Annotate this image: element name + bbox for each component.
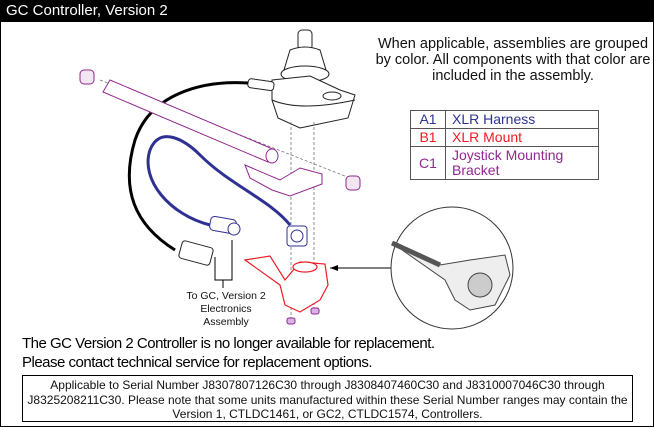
page-title: GC Controller, Version 2 (0, 0, 654, 22)
arrowhead-icon (330, 265, 338, 271)
legend-description: Joystick Mounting Bracket (445, 146, 599, 180)
detail-view-circle-icon (390, 206, 514, 330)
joystick-controller-icon (247, 29, 356, 129)
end-cap-icon (79, 69, 361, 191)
legend-code: C1 (410, 146, 446, 180)
assembly-color-note: When applicable, assemblies are grouped … (375, 36, 651, 84)
electronics-assembly-callout: To GC, Version 2 Electronics Assembly (186, 290, 266, 328)
parts-legend-table: A1 XLR Harness B1 XLR Mount C1 Joystick … (410, 110, 599, 180)
mounting-tube-icon (102, 79, 279, 164)
controller-cable-icon (127, 81, 249, 252)
bracket-icon (244, 164, 323, 197)
xlr-plug-icon (209, 215, 241, 236)
callout-leader-lines (214, 240, 233, 288)
serial-number-note: Applicable to Serial Number J8307807126C… (22, 375, 633, 422)
legend-code: A1 (410, 110, 446, 129)
legend-row: A1 XLR Harness (410, 110, 599, 129)
xlr-harness-cable-icon (146, 135, 292, 227)
connector-plug-icon (178, 240, 214, 266)
exploded-parts-diagram (79, 29, 514, 330)
availability-notice: The GC Version 2 Controller is no longer… (22, 334, 435, 372)
xlr-mount-icon (243, 255, 329, 313)
screw-icon (286, 307, 320, 325)
legend-row: C1 Joystick Mounting Bracket (410, 146, 599, 180)
xlr-socket-icon (286, 225, 308, 247)
notice-line: The GC Version 2 Controller is no longer… (22, 335, 435, 352)
notice-line: Please contact technical service for rep… (22, 354, 373, 371)
